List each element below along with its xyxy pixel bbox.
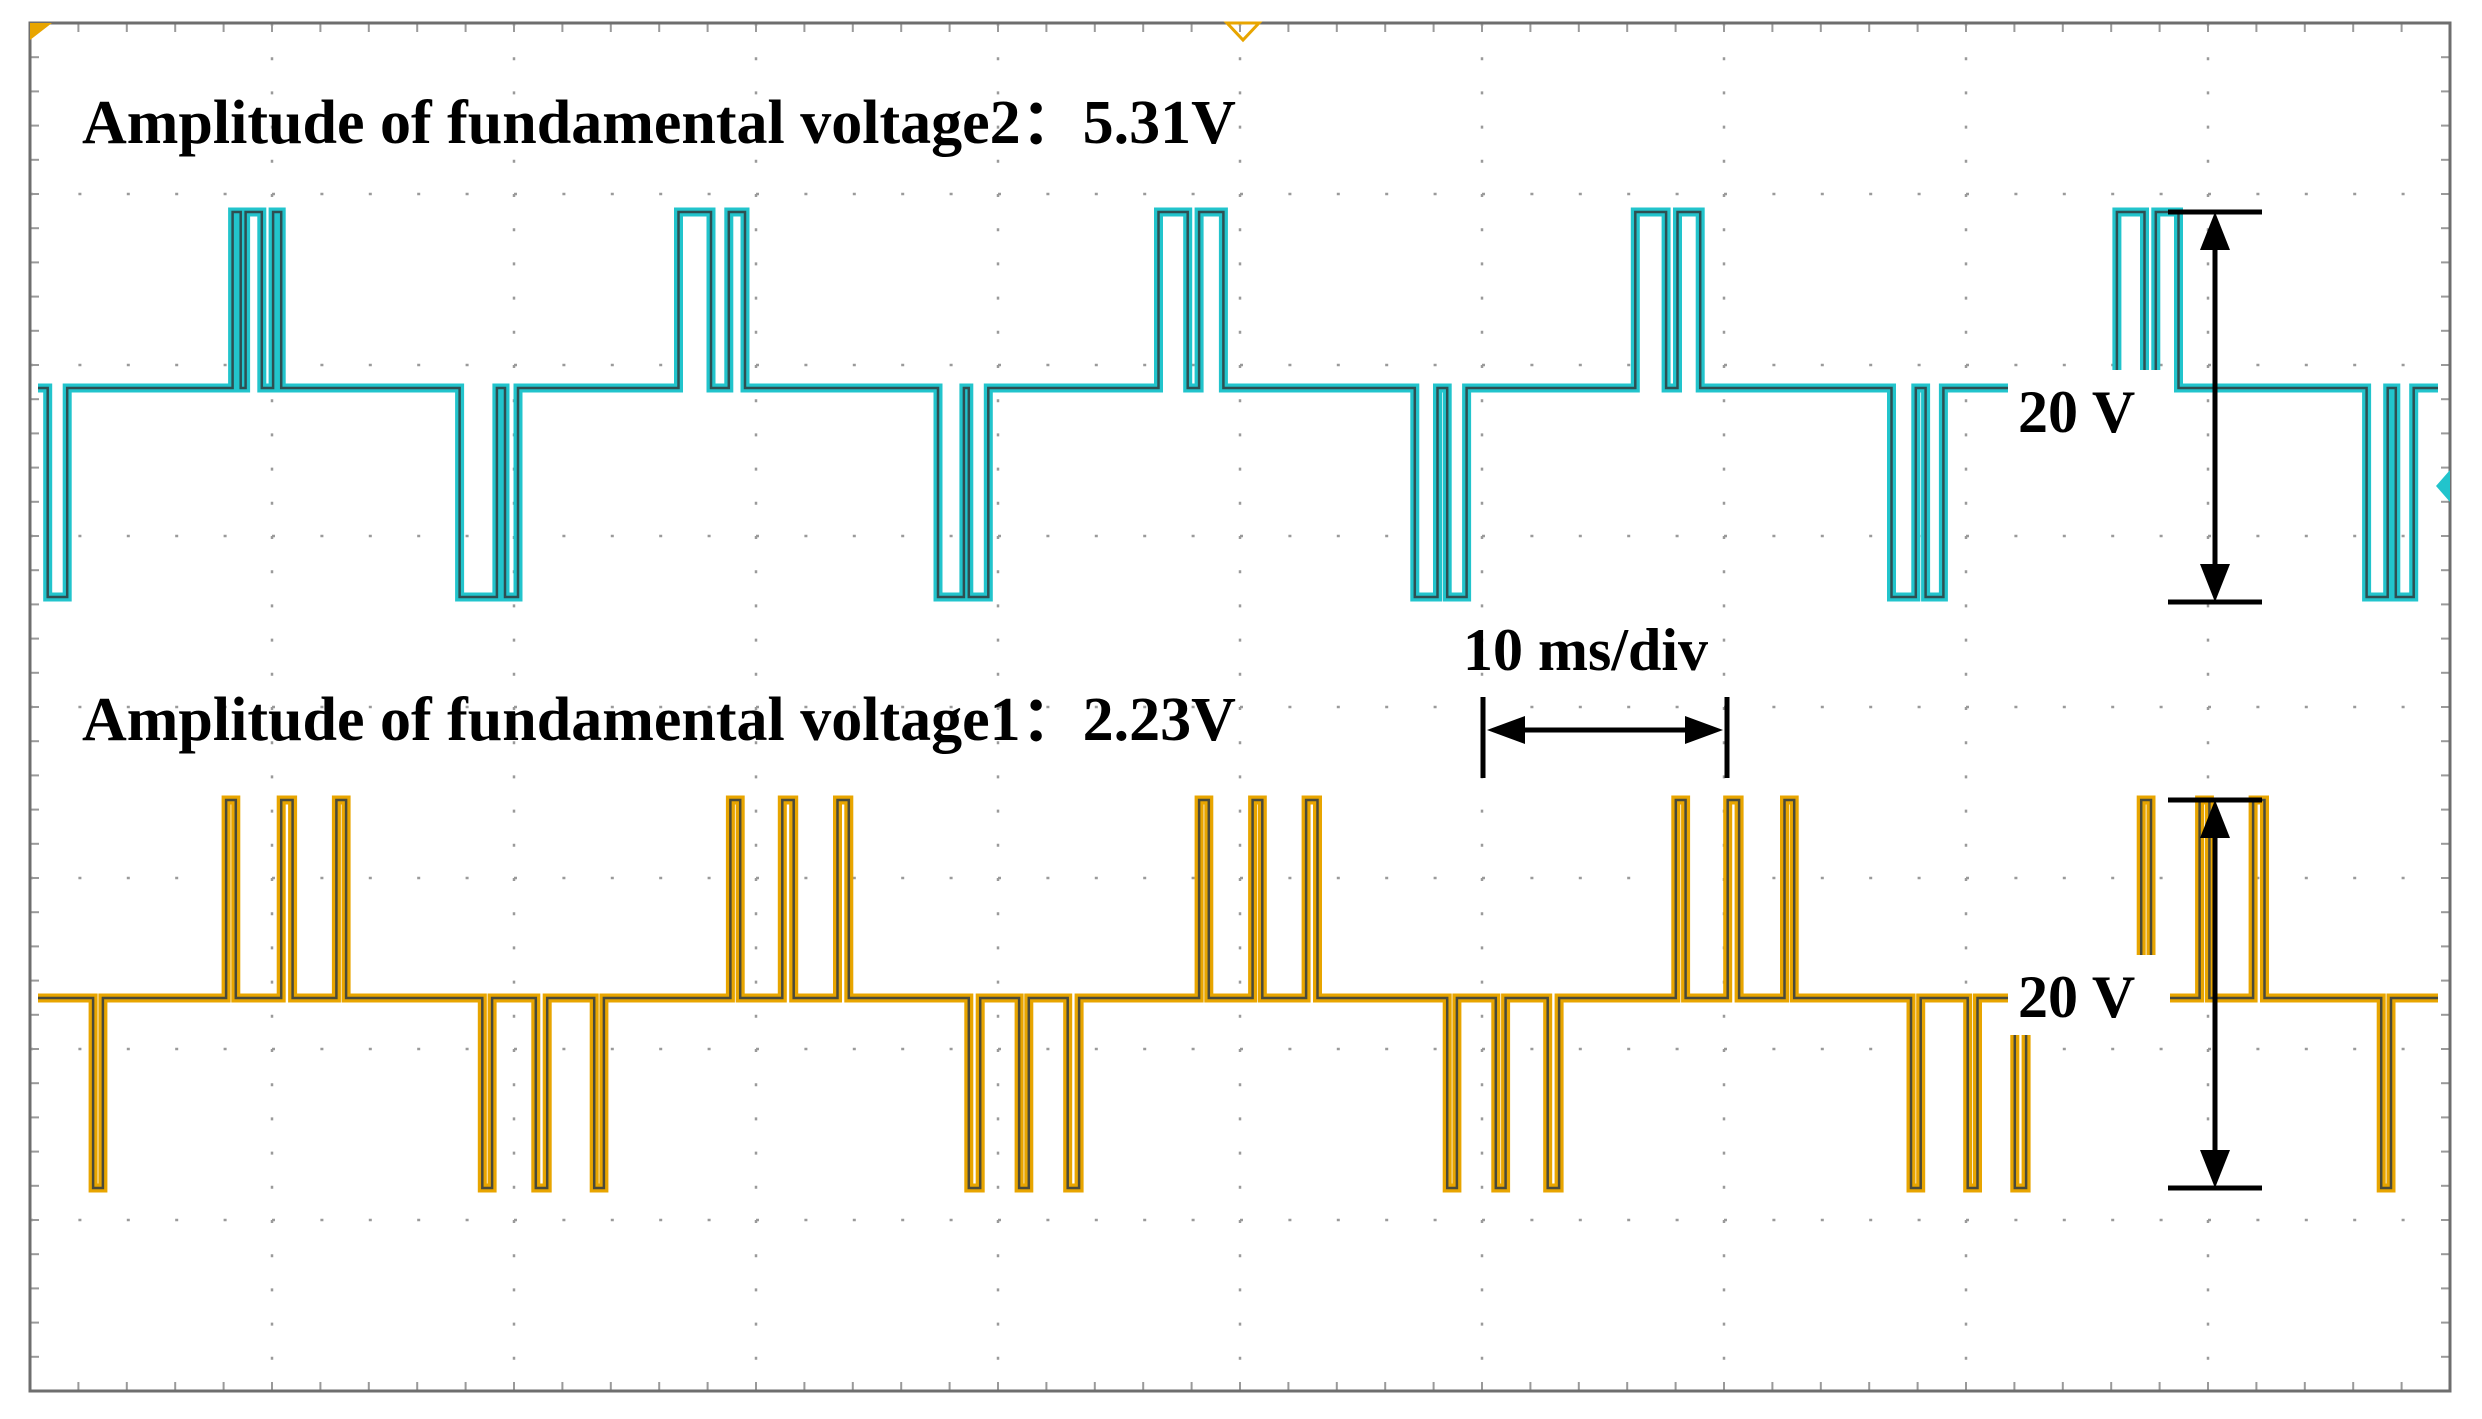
voltage2-label: Amplitude of fundamental voltage2：5.31V [82, 89, 1236, 157]
lower-label-bg [2008, 955, 2170, 1035]
time-arrow-head-left [1487, 716, 1525, 744]
voltage1-trace-edge [38, 798, 2438, 1190]
lower-amplitude-label: 20 V [2018, 964, 2135, 1030]
upper-arrow-head-top [2200, 212, 2230, 250]
trigger-position-marker [1223, 21, 1263, 43]
upper-amplitude-label: 20 V [2018, 379, 2135, 445]
measurement-annotations: Amplitude of fundamental voltage2：5.31V … [82, 89, 2262, 1191]
graticule [29, 22, 2451, 1392]
time-scale-label: 10 ms/div [1463, 617, 1708, 683]
time-scale-arrow [1480, 697, 1730, 778]
upper-arrow-head-bottom [2200, 564, 2230, 602]
lower-arrow-head-top [2200, 800, 2230, 838]
upper-label-bg [2008, 370, 2170, 450]
corner-marker [30, 23, 52, 40]
trigger-level-marker [2436, 470, 2450, 502]
waveform-traces [38, 207, 2438, 1193]
voltage2-trace-edge [38, 210, 2438, 599]
lower-arrow-head-bottom [2200, 1150, 2230, 1188]
voltage1-label: Amplitude of fundamental voltage1：2.23V [82, 686, 1236, 754]
time-arrow-head-right [1685, 716, 1723, 744]
screen-markers [30, 21, 2450, 502]
